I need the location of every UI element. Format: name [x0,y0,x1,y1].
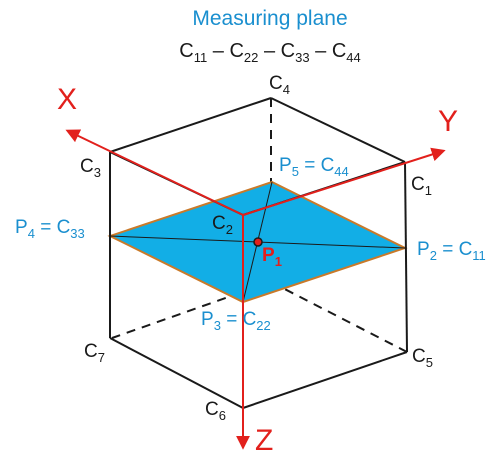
edge-c8-c5 [270,281,408,353]
corner-c7-label: C7 [84,341,105,365]
edge-c7-c6 [109,337,244,409]
edge-c4-c1 [270,97,406,163]
diagram-title: Measuring plane [192,7,347,30]
p5-label: P5 = C44 [279,155,349,179]
coordinate-axes [65,129,446,450]
p4-label: P4 = C33 [15,217,85,241]
corner-c6-label: C6 [205,399,226,423]
edge-c3-c4 [109,97,272,153]
corner-c3-label: C3 [80,156,101,180]
edge-c1-c5 [404,161,408,353]
p1-label: P1 [262,245,282,269]
z-axis-label: Z [255,424,273,456]
x-axis-arrow [65,129,244,216]
diagram-subtitle: C11 – C22 – C33 – C44 [179,40,360,65]
p1-point [253,237,263,247]
x-axis-label: X [57,83,77,116]
y-axis-label: Y [438,105,458,138]
corner-c4-label: C4 [269,73,290,97]
y-axis-arrow [242,147,446,216]
p3-label: P3 = C22 [201,309,271,333]
corner-c1-label: C1 [411,174,432,198]
hidden-cube-edges [111,98,408,353]
edge-c8-c7 [111,281,272,339]
edge-c6-c5 [242,351,408,409]
p2-label: P2 = C11 [417,239,486,263]
corner-c5-label: C5 [412,346,433,370]
corner-c2-label: C2 [212,213,233,237]
